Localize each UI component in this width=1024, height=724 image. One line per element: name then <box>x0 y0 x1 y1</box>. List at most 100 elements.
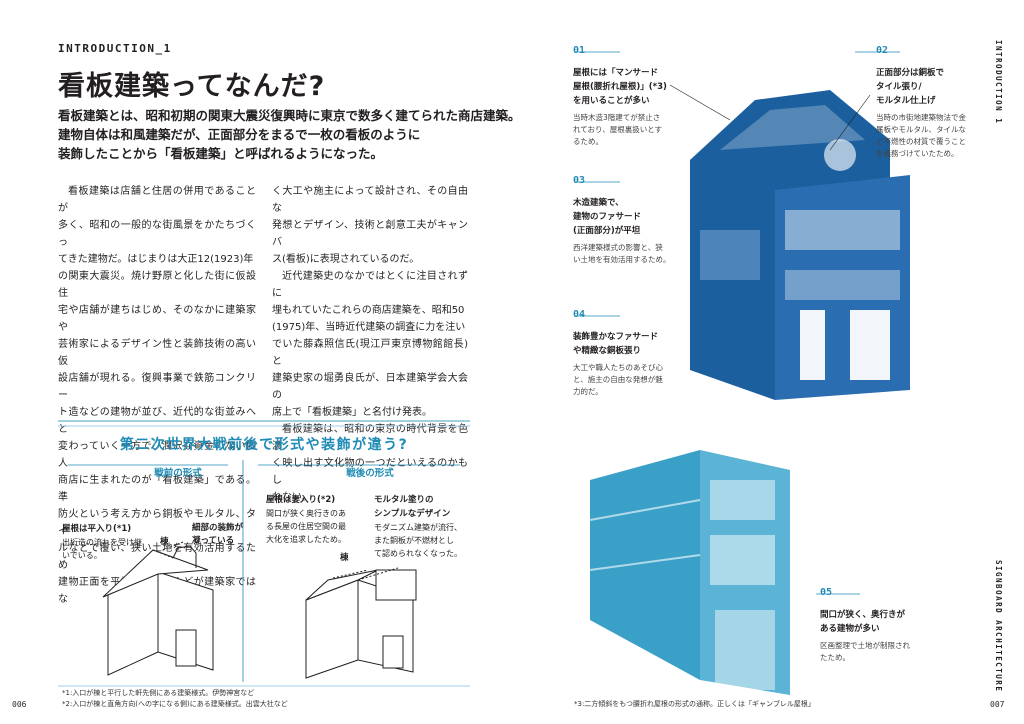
comparison-title: 第二次世界大戦前後で形式や装飾が違う? <box>58 434 470 454</box>
col1-line: 芸術家によるデザイン性と装飾技術の高い仮 <box>58 339 256 367</box>
annotation-02-number: 02 <box>876 45 889 56</box>
annotation-02-body: 当時の市街地建築物法で金 <box>876 113 966 122</box>
annotation-05: 間口が狭く、奥行きが ある建物が多い 区画整理で土地が制限され たため。 <box>820 608 910 664</box>
annotation-03-head: 建物のファサード <box>573 212 642 222</box>
prewar-note-roof-body: いでいる。 <box>62 551 102 560</box>
prewar-label: 戦前の形式 <box>154 468 202 479</box>
col1-line: 多く、昭和の一般的な街風景をかたちづくっ <box>58 220 256 248</box>
postwar-note-roof-head: 屋根は妻入り(*2) <box>266 495 336 505</box>
page-number-right: 007 <box>990 700 1005 709</box>
col1-line: ルなどで覆い、狭い土地を有効活用するため <box>58 543 256 571</box>
annotation-03-number: 03 <box>573 175 586 186</box>
col1-line: 商店に生まれたのが「看板建築」である。準 <box>58 475 256 503</box>
section-label: INTRODUCTION_1 <box>58 42 172 55</box>
annotation-01-head: 屋根(腰折れ屋根)」(*3) <box>573 82 667 92</box>
annotation-04-number: 04 <box>573 309 586 320</box>
lead-line-1: 看板建築とは、昭和初期の関東大震災復興時に東京で数多く建てられた商店建築。 <box>58 108 521 123</box>
annotation-01-body: れており、屋根裏扱いとす <box>573 125 663 134</box>
postwar-note-design-head: モルタル塗りの <box>374 495 434 505</box>
building-illustration-bottom <box>589 450 790 695</box>
side-label-top: INTRODUCTION 1 <box>994 40 1003 125</box>
annotation-03-body: 西洋建築様式の影響と、狭 <box>573 243 663 252</box>
prewar-note-roof: 屋根は平入り(*1) 出桁造の流れを受け継 いでいる。 <box>62 522 172 562</box>
annotation-03-head: 木造建築で、 <box>573 198 624 208</box>
postwar-label: 戦後の形式 <box>346 468 394 479</box>
col2-line: く大工や施主によって設計され、その自由な <box>272 186 468 214</box>
col2-line: れない。 <box>272 492 312 503</box>
col2-line: でいた藤森照信氏(現江戸東京博物館館長)と <box>272 339 468 367</box>
leader-lines <box>574 51 900 595</box>
prewar-note-ornament-line: 細部の装飾が <box>192 523 244 533</box>
comparison-title-text: 第二次世界大戦前後で形式や装飾が違う? <box>119 437 409 453</box>
annotation-04-body: 力的だ。 <box>573 387 603 396</box>
postwar-note-design: モルタル塗りの シンプルなデザイン モダニズム建築が流行、 また銅板が不燃材とし… <box>374 493 470 560</box>
footnote-3: *3:二方傾斜をもつ腰折れ屋根の形式の通称。正しくは「ギャンブレル屋根」 <box>574 700 815 708</box>
annotation-03: 木造建築で、 建物のファサード (正面部分)が平坦 西洋建築様式の影響と、狭 い… <box>573 196 671 266</box>
col2-line: 席上で「看板建築」と名付け発表。 <box>272 407 432 418</box>
prewar-note-ornament: 細部の装飾が 凝っている <box>192 522 243 548</box>
postwar-note-design-body: て認められなくなった。 <box>374 549 462 558</box>
annotation-03-head: (正面部分)が平坦 <box>573 226 641 236</box>
annotation-02-head: タイル張り/ <box>876 82 922 92</box>
body-column-1: 看板建築は店舗と住居の併用であることが 多く、昭和の一般的な街風景をかたちづくっ… <box>58 183 256 608</box>
body-column-2: く大工や施主によって設計され、その自由な 発想とデザイン、技術と創意工夫がキャン… <box>272 183 468 506</box>
footnote-1: *1:入口が棟と平行した軒先側にある建築様式。伊勢神宮など <box>62 689 255 697</box>
lead-line-3: 装飾したことから「看板建築」と呼ばれるようになった。 <box>58 146 384 161</box>
prewar-house-drawing <box>102 541 214 676</box>
annotation-02: 正面部分は銅板で タイル張り/ モルタル仕上げ 当時の市街地建築物法で金 属板や… <box>876 66 966 160</box>
postwar-note-design-body: モダニズム建築が流行、 <box>374 523 462 532</box>
prewar-ridge-label: 棟 <box>160 537 169 547</box>
col2-line: く映し出す文化物の一つだといえるのかもし <box>272 458 468 486</box>
col1-line: の関東大震災。焼け野原と化した街に仮設住 <box>58 271 256 299</box>
annotation-04-head: や精緻な銅板張り <box>573 346 642 356</box>
postwar-ridge-label: 棟 <box>340 553 349 563</box>
col2-line: 近代建築史のなかではとくに注目されずに <box>272 271 468 299</box>
col1-line: 防火という考え方から銅板やモルタル、タイ <box>58 509 256 537</box>
building-illustration-top <box>690 90 910 400</box>
footnote-2: *2:入口が棟と直角方向(への字になる側)にある建築様式。出雲大社など <box>62 700 288 708</box>
prewar-note-roof-body: 出桁造の流れを受け継 <box>62 538 142 547</box>
col2-line: 発想とデザイン、技術と創意工夫がキャンバ <box>272 220 468 248</box>
lead-line-2: 建物自体は和風建築だが、正面部分をまるで一枚の看板のように <box>58 127 421 142</box>
side-label-bottom: SIGNBOARD ARCHITECTURE <box>994 560 1003 693</box>
annotation-05-number: 05 <box>820 587 833 598</box>
annotation-02-body: 属板やモルタル、タイルな <box>876 125 966 134</box>
col2-line: 看板建築は、昭和の東京の時代背景を色濃 <box>272 424 468 452</box>
postwar-note-design-body: また銅板が不燃材とし <box>374 536 454 545</box>
page-number-left: 006 <box>12 700 27 709</box>
page-title: 看板建築ってなんだ? <box>58 71 326 102</box>
prewar-note-roof-head: 屋根は平入り(*1) <box>62 524 132 534</box>
annotation-01-body: 当時木造3階建てが禁止さ <box>573 113 661 122</box>
col1-line: ト造などの建物が並び、近代的な街並みへと <box>58 407 256 435</box>
annotation-02-head: モルタル仕上げ <box>876 96 936 106</box>
col2-line: ス(看板)に表現されているのだ。 <box>272 254 420 265</box>
postwar-note-roof-body: る長屋の住居空間の最 <box>266 522 346 531</box>
col2-line: 埋もれていたこれらの商店建築を、昭和50 <box>272 305 465 316</box>
annotation-04-body: と、施主の自由な発想が魅 <box>573 375 663 384</box>
annotation-04-head: 装飾豊かなファサード <box>573 332 659 342</box>
annotation-02-head: 正面部分は銅板で <box>876 68 945 78</box>
annotation-04-body: 大工や職人たちのあそび心 <box>573 363 663 372</box>
annotation-05-body: たため。 <box>820 653 850 662</box>
comparison-panel <box>58 420 470 687</box>
annotation-01-head: 屋根には「マンサード <box>573 68 659 78</box>
col1-line: 看板建築は店舗と住居の併用であることが <box>58 186 256 214</box>
annotation-05-body: 区画整理で土地が制限され <box>820 641 910 650</box>
col1-line: 変わっていく一方で、潤沢な資金のない個人 <box>58 441 256 469</box>
annotation-01-number: 01 <box>573 45 586 56</box>
col1-line: 設店舗が現れる。復興事業で鉄筋コンクリー <box>58 373 256 401</box>
col1-line: 宅や店舗が建ちはじめ、そのなかに建築家や <box>58 305 256 333</box>
col2-line: (1975)年、当時近代建築の調査に力を注い <box>272 322 466 333</box>
annotation-01-body: るため。 <box>573 137 603 146</box>
annotation-05-head: ある建物が多い <box>820 624 880 634</box>
annotation-01-head: を用いることが多い <box>573 96 650 106</box>
postwar-note-roof-body: 大化を追求したため。 <box>266 535 346 544</box>
col2-line: 建築史家の堀勇良氏が、日本建築学会大会の <box>272 373 468 401</box>
postwar-house-drawing <box>305 567 417 679</box>
annotation-02-body: を義務づけていたため。 <box>876 149 959 158</box>
annotation-03-body: い土地を有効活用するため。 <box>573 255 671 264</box>
postwar-note-roof: 屋根は妻入り(*2) 間口が狭く奥行きのあ る長屋の住居空間の最 大化を追求した… <box>266 493 366 546</box>
annotation-01: 屋根には「マンサード 屋根(腰折れ屋根)」(*3) を用いることが多い 当時木造… <box>573 66 667 148</box>
annotation-05-head: 間口が狭く、奥行きが <box>820 610 906 620</box>
annotation-02-body: ど不燃性の材質で覆うこと <box>876 137 966 146</box>
